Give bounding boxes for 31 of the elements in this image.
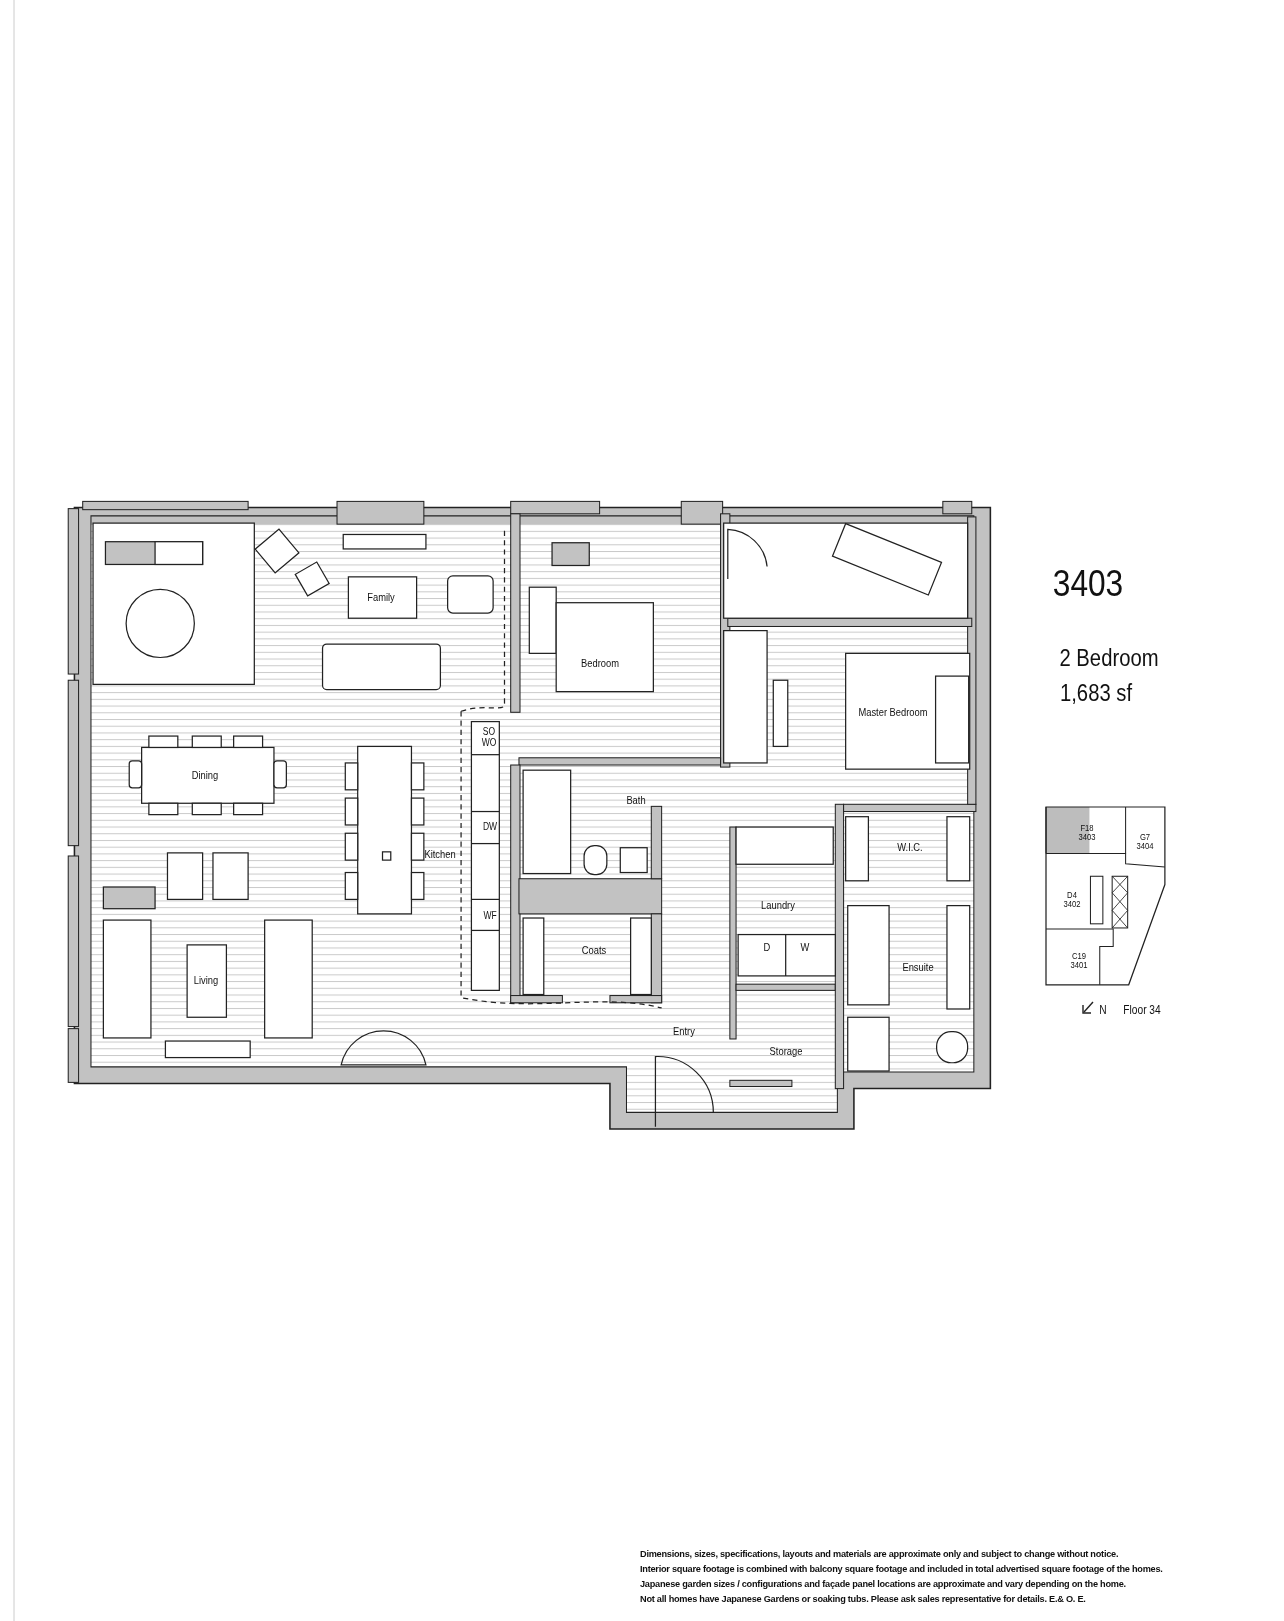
room-label: Dining <box>191 770 219 782</box>
unit-label: F18 3403 <box>1078 823 1096 843</box>
unit-type: 2 Bedroom <box>1059 645 1159 671</box>
disclaimer-note: Japanese garden sizes / configurations and façade panel locations are approximate and vary depending on the home. <box>640 1579 1126 1589</box>
appliance-label: D <box>763 942 771 954</box>
disclaimer-note: Dimensions, sizes, specifications, layouts and materials are approximate only and subject to change without notice. <box>640 1549 1119 1559</box>
appliance-label: WF <box>483 910 497 922</box>
room-label: W.I.C. <box>897 842 923 854</box>
unit-label: C19 3401 <box>1070 951 1088 971</box>
room-label: Family <box>367 592 395 604</box>
room-label: Entry <box>673 1026 695 1038</box>
floor-label: Floor 34 <box>1123 1003 1161 1017</box>
unit-area: 1,683 sf <box>1060 680 1132 706</box>
north-label: N <box>1099 1003 1107 1017</box>
room-label: Bedroom <box>581 658 619 670</box>
unit-label: G7 3404 <box>1136 832 1154 852</box>
room-label: Storage <box>769 1046 803 1058</box>
room-label: Coats <box>581 945 607 957</box>
unit-number: 3403 <box>1052 565 1124 603</box>
appliance-label: W <box>800 942 810 954</box>
room-label: Ensuite <box>902 962 934 974</box>
appliance-label: SO WO <box>480 726 498 748</box>
room-label: Kitchen <box>424 849 456 861</box>
appliance-label: DW <box>482 821 498 833</box>
room-label: Master Bedroom <box>858 707 928 719</box>
room-label: Living <box>193 975 219 987</box>
room-label: Laundry <box>761 900 795 912</box>
room-label: Bath <box>626 795 646 807</box>
disclaimer-note: Not all homes have Japanese Gardens or soaking tubs. Please ask sales representative for details. E.& O. E. <box>640 1594 1086 1604</box>
disclaimer-note: Interior square footage is combined with balcony square footage and included in total advertised square footage of the homes. <box>640 1564 1163 1574</box>
unit-label: D4 3402 <box>1063 890 1081 910</box>
